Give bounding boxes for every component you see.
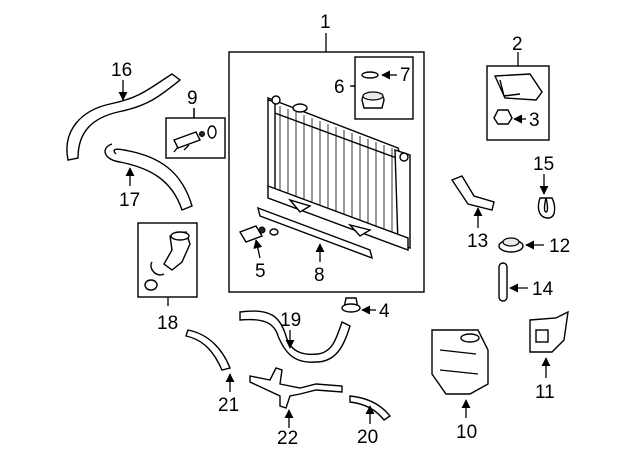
callout-13: 13 (467, 231, 488, 252)
part-5-drain-plug (238, 225, 279, 259)
callout-labels: 1 2 3 4 5 6 7 8 9 10 11 12 13 14 15 16 1… (111, 12, 570, 449)
part-10-reservoir (431, 329, 489, 418)
callout-5: 5 (255, 261, 266, 282)
callout-11: 11 (535, 382, 555, 403)
callout-14: 14 (532, 279, 554, 300)
callout-4: 4 (379, 301, 390, 322)
callout-9: 9 (187, 88, 198, 109)
callout-22: 22 (277, 428, 298, 449)
part-14-tube (498, 262, 528, 302)
part-16-hose (66, 73, 182, 161)
callout-2: 2 (512, 34, 523, 55)
callout-19: 19 (280, 310, 301, 331)
callout-7: 7 (400, 65, 411, 86)
callout-3: 3 (529, 110, 540, 131)
callout-15: 15 (533, 154, 554, 175)
part-4-grommet (341, 297, 376, 315)
callout-8: 8 (314, 265, 325, 286)
part-17-hose (104, 143, 193, 211)
callout-12: 12 (549, 236, 570, 257)
part-21-hose (185, 329, 235, 392)
part-22-pipe (249, 367, 343, 428)
part-20-hose (349, 395, 392, 424)
part-11-bracket (529, 310, 569, 378)
callout-6: 6 (334, 77, 345, 98)
callout-20: 20 (357, 427, 378, 448)
callout-16: 16 (111, 60, 132, 81)
part-19-hose (239, 310, 351, 363)
callout-1: 1 (320, 12, 331, 33)
part-2-3-inset (486, 52, 550, 141)
part-18-inset (137, 222, 198, 306)
radiator-assembly-box (228, 33, 425, 293)
callout-18: 18 (157, 313, 178, 334)
radiator-core (266, 95, 411, 252)
part-8-lower-strip (256, 206, 374, 262)
callout-21: 21 (218, 395, 239, 416)
part-12-cap (498, 237, 544, 253)
part-15-hose (537, 174, 556, 219)
part-6-7-inset (352, 56, 414, 120)
callout-10: 10 (456, 422, 477, 443)
part-13-hose (450, 175, 495, 228)
callout-17: 17 (119, 190, 140, 211)
part-9-inset (165, 108, 226, 159)
